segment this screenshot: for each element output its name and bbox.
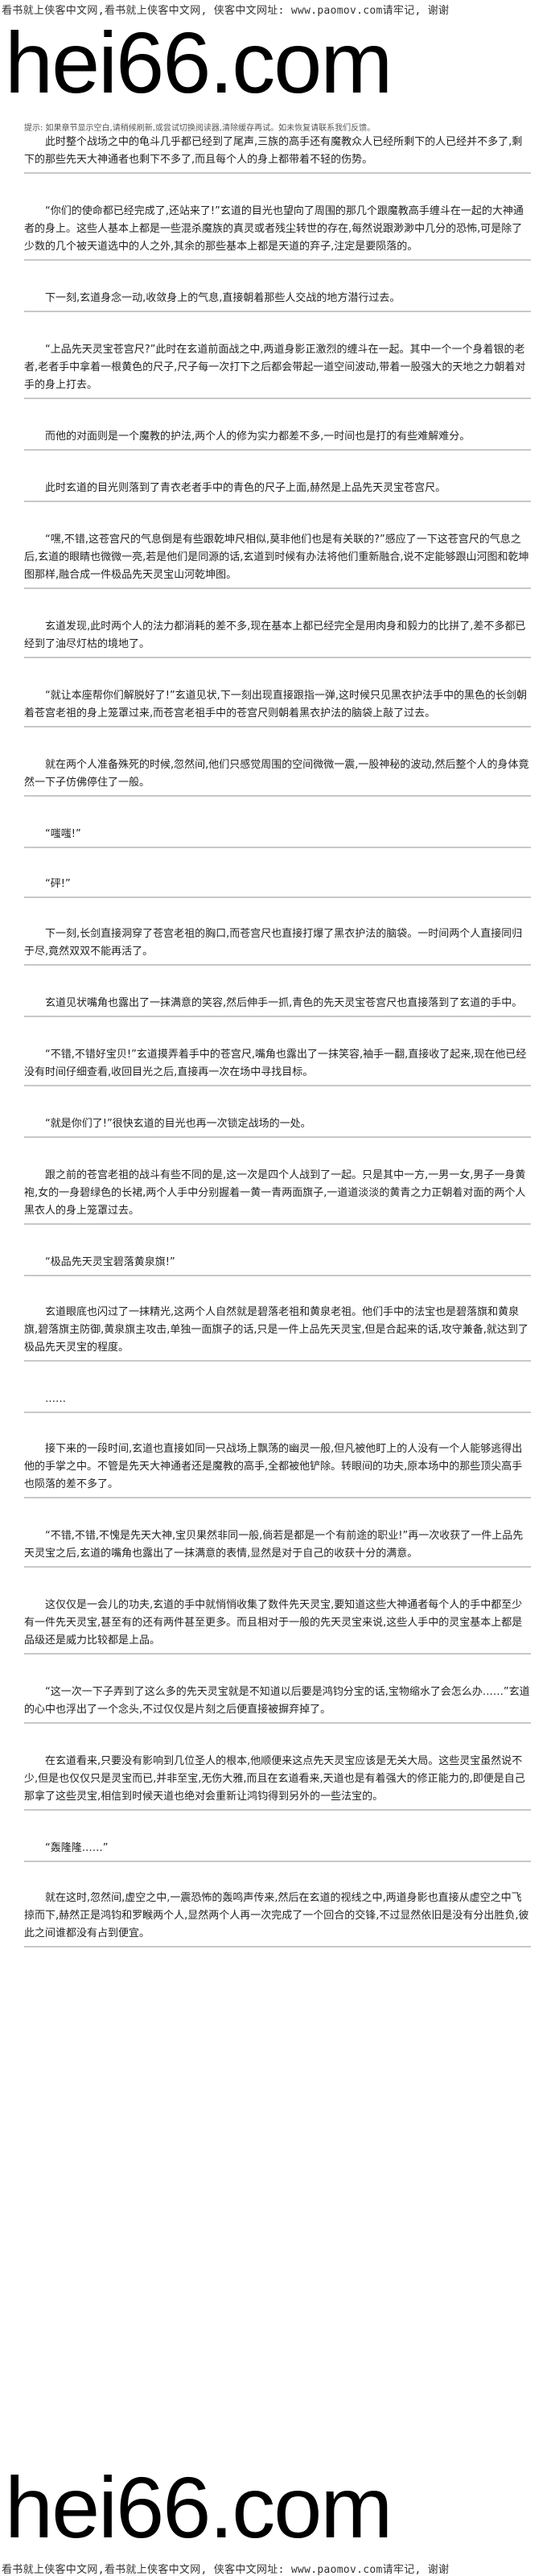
- paragraph: 就在这时,忽然间,虚空之中,一震恐怖的轰鸣声传来,然后在玄道的视线之中,两道身影…: [24, 1890, 531, 1947]
- paragraph: “嘿,不错,这苍宫尺的气息倒是有些跟乾坤尺相似,莫非他们也是有关联的?”感应了一…: [24, 531, 531, 589]
- paragraph: 就在两个人准备殊死的时候,忽然间,他们只感觉周围的空间微微一震,一股神秘的波动,…: [24, 756, 531, 797]
- paragraph: “不错,不错,不愧是先天大神,宝贝果然非同一般,倘若是都是一个有前途的职业!”再…: [24, 1527, 531, 1568]
- paragraph: 接下来的一段时间,玄道也直接如同一只战场上飘荡的幽灵一般,但凡被他盯上的人没有一…: [24, 1440, 531, 1498]
- paragraph: 下一刻,长剑直接洞穿了苍宫老祖的胸口,而苍宫尺也直接打爆了黑衣护法的脑袋。一时间…: [24, 925, 531, 966]
- paragraph: “上品先天灵宝苍宫尺?”此时在玄道前面战之中,两道身影正激烈的缠斗在一起。其中一…: [24, 341, 531, 399]
- paragraph: “极品先天灵宝碧落黄泉旗!”: [24, 1254, 531, 1276]
- notice-text: 提示: 如果章节显示空白,请稍候刷新,或尝试切换阅读器,清除缓存再试。如未恢复请…: [24, 124, 376, 133]
- paragraph: “这一次一下子弄到了这么多的先天灵宝就是不知道以后要是鸿钧分宝的话,宝物缩水了会…: [24, 1684, 531, 1724]
- paragraph: 此时整个战场之中的龟斗几乎都已经到了尾声,三族的高手还有魔教众人已经所剩下的人已…: [24, 134, 531, 174]
- top-banner: 看书就上侠客中文网,看书就上侠客中文网, 侠客中文网址: www.paomov.…: [0, 0, 551, 121]
- paragraph: 下一刻,玄道身念一动,收敛身上的气息,直接朝着那些人交战的地方潜行过去。: [24, 290, 531, 312]
- paragraph: “不错,不错好宝贝!”玄道摸弄着手中的苍宫尺,嘴角也露出了一抹笑容,袖手一翻,直…: [24, 1046, 531, 1086]
- paragraph: “你们的使命都已经完成了,还站来了!”玄道的目光也望向了周围的那几个跟魔教高手缠…: [24, 203, 531, 261]
- paragraph: “就让本座帮你们解脱好了!”玄道见状,下一刻出现直接跟指一弹,这时候只见黑衣护法…: [24, 687, 531, 727]
- paragraph: 跟之前的苍宫老祖的战斗有些不同的是,这一次是四个人战到了一起。只是其中一方,一男…: [24, 1167, 531, 1225]
- paragraph: 玄道发现,此时两个人的法力都消耗的差不多,现在基本上都已经完全是用肉身和毅力的比…: [24, 618, 531, 658]
- bottom-banner: hei66.com 看书就上侠客中文网,看书就上侠客中文网, 侠客中文网址: w…: [0, 2453, 551, 2576]
- paragraph: 玄道眼底也闪过了一抹精光,这两个人自然就是碧落老祖和黄泉老祖。他们手中的法宝也是…: [24, 1304, 531, 1362]
- paragraph: 而他的对面则是一个魔教的护法,两个人的修为实力都差不多,一时间也是打的有些难解难…: [24, 428, 531, 451]
- paragraph: ……: [24, 1391, 531, 1413]
- site-logo: hei66.com: [5, 2459, 393, 2556]
- chapter-content: 此时整个战场之中的龟斗几乎都已经到了尾声,三族的高手还有魔教众人已经所剩下的人已…: [24, 134, 531, 1976]
- banner-text: 看书就上侠客中文网,看书就上侠客中文网, 侠客中文网址: www.paomov.…: [2, 5, 450, 17]
- paragraph: “嗤嗤!”: [24, 826, 531, 848]
- site-logo: hei66.com: [5, 14, 393, 111]
- paragraph: “就是你们了!”很快玄道的目光也再一次锁定战场的一处。: [24, 1115, 531, 1138]
- paragraph: 玄道见状嘴角也露出了一抹满意的笑容,然后伸手一抓,青色的先天灵宝苍宫尺也直接落到…: [24, 995, 531, 1017]
- paragraph: “轰隆隆……”: [24, 1840, 531, 1862]
- paragraph: 这仅仅是一会儿的功夫,玄道的手中就悄悄收集了数件先天灵宝,要知道这些大神通者每个…: [24, 1597, 531, 1655]
- paragraph: 在玄道看来,只要没有影响到几位圣人的根本,他顺便来这点先天灵宝应该是无关大局。这…: [24, 1753, 531, 1811]
- banner-text: 看书就上侠客中文网,看书就上侠客中文网, 侠客中文网址: www.paomov.…: [2, 2564, 450, 2576]
- paragraph: “砰!”: [24, 876, 531, 898]
- paragraph: 此时玄道的目光则落到了青衣老者手中的青色的尺子上面,赫然是上品先天灵宝苍宫尺。: [24, 480, 531, 502]
